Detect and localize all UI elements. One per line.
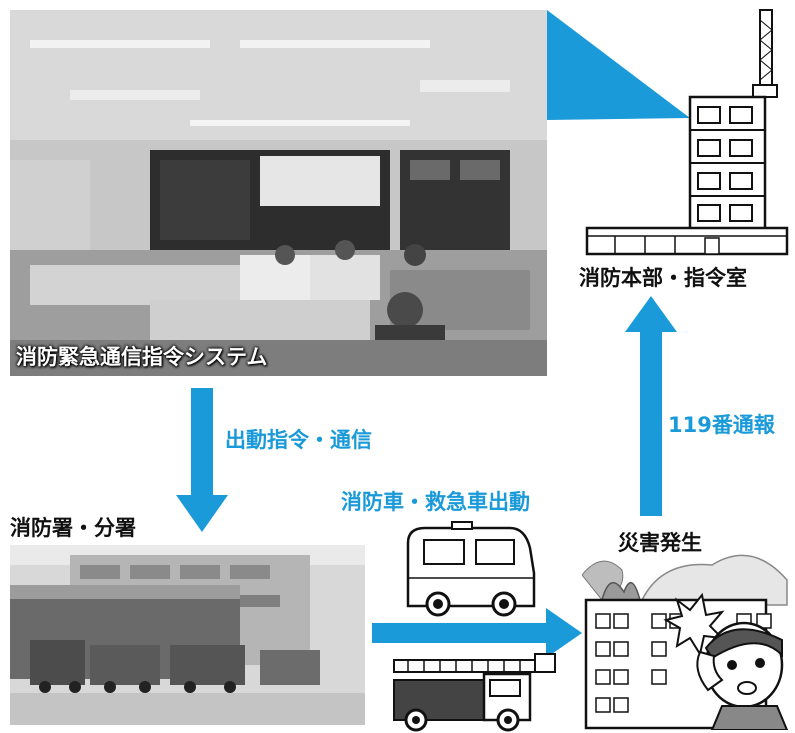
fire-station-illustration bbox=[10, 545, 365, 725]
vehicles-arrow-head bbox=[546, 608, 582, 658]
dispatch-arrow-shaft bbox=[191, 388, 213, 496]
vehicles-label: 消防車・救急車出動 bbox=[341, 490, 530, 514]
disaster-scene-icon bbox=[582, 554, 789, 730]
vehicles-arrow-shaft bbox=[372, 623, 550, 643]
command-room-illustration bbox=[10, 10, 547, 376]
hq-connector-triangle bbox=[547, 10, 690, 120]
ladder-truck-icon bbox=[393, 653, 556, 732]
hq-building-icon bbox=[585, 9, 789, 256]
fire-station-photo bbox=[10, 545, 365, 725]
call-label: 119番通報 bbox=[668, 413, 775, 437]
dispatch-arrow-head bbox=[176, 495, 228, 532]
hq-label: 消防本部・指令室 bbox=[579, 266, 747, 290]
command-system-label: 消防緊急通信指令システム bbox=[16, 345, 268, 369]
station-label: 消防署・分署 bbox=[10, 516, 136, 540]
dispatch-label: 出動指令・通信 bbox=[225, 428, 372, 452]
ambulance-icon bbox=[406, 521, 536, 617]
call-arrow-head bbox=[625, 296, 677, 332]
disaster-label: 災害発生 bbox=[618, 531, 702, 555]
call-arrow-shaft bbox=[640, 330, 662, 516]
command-room-photo bbox=[10, 10, 547, 376]
